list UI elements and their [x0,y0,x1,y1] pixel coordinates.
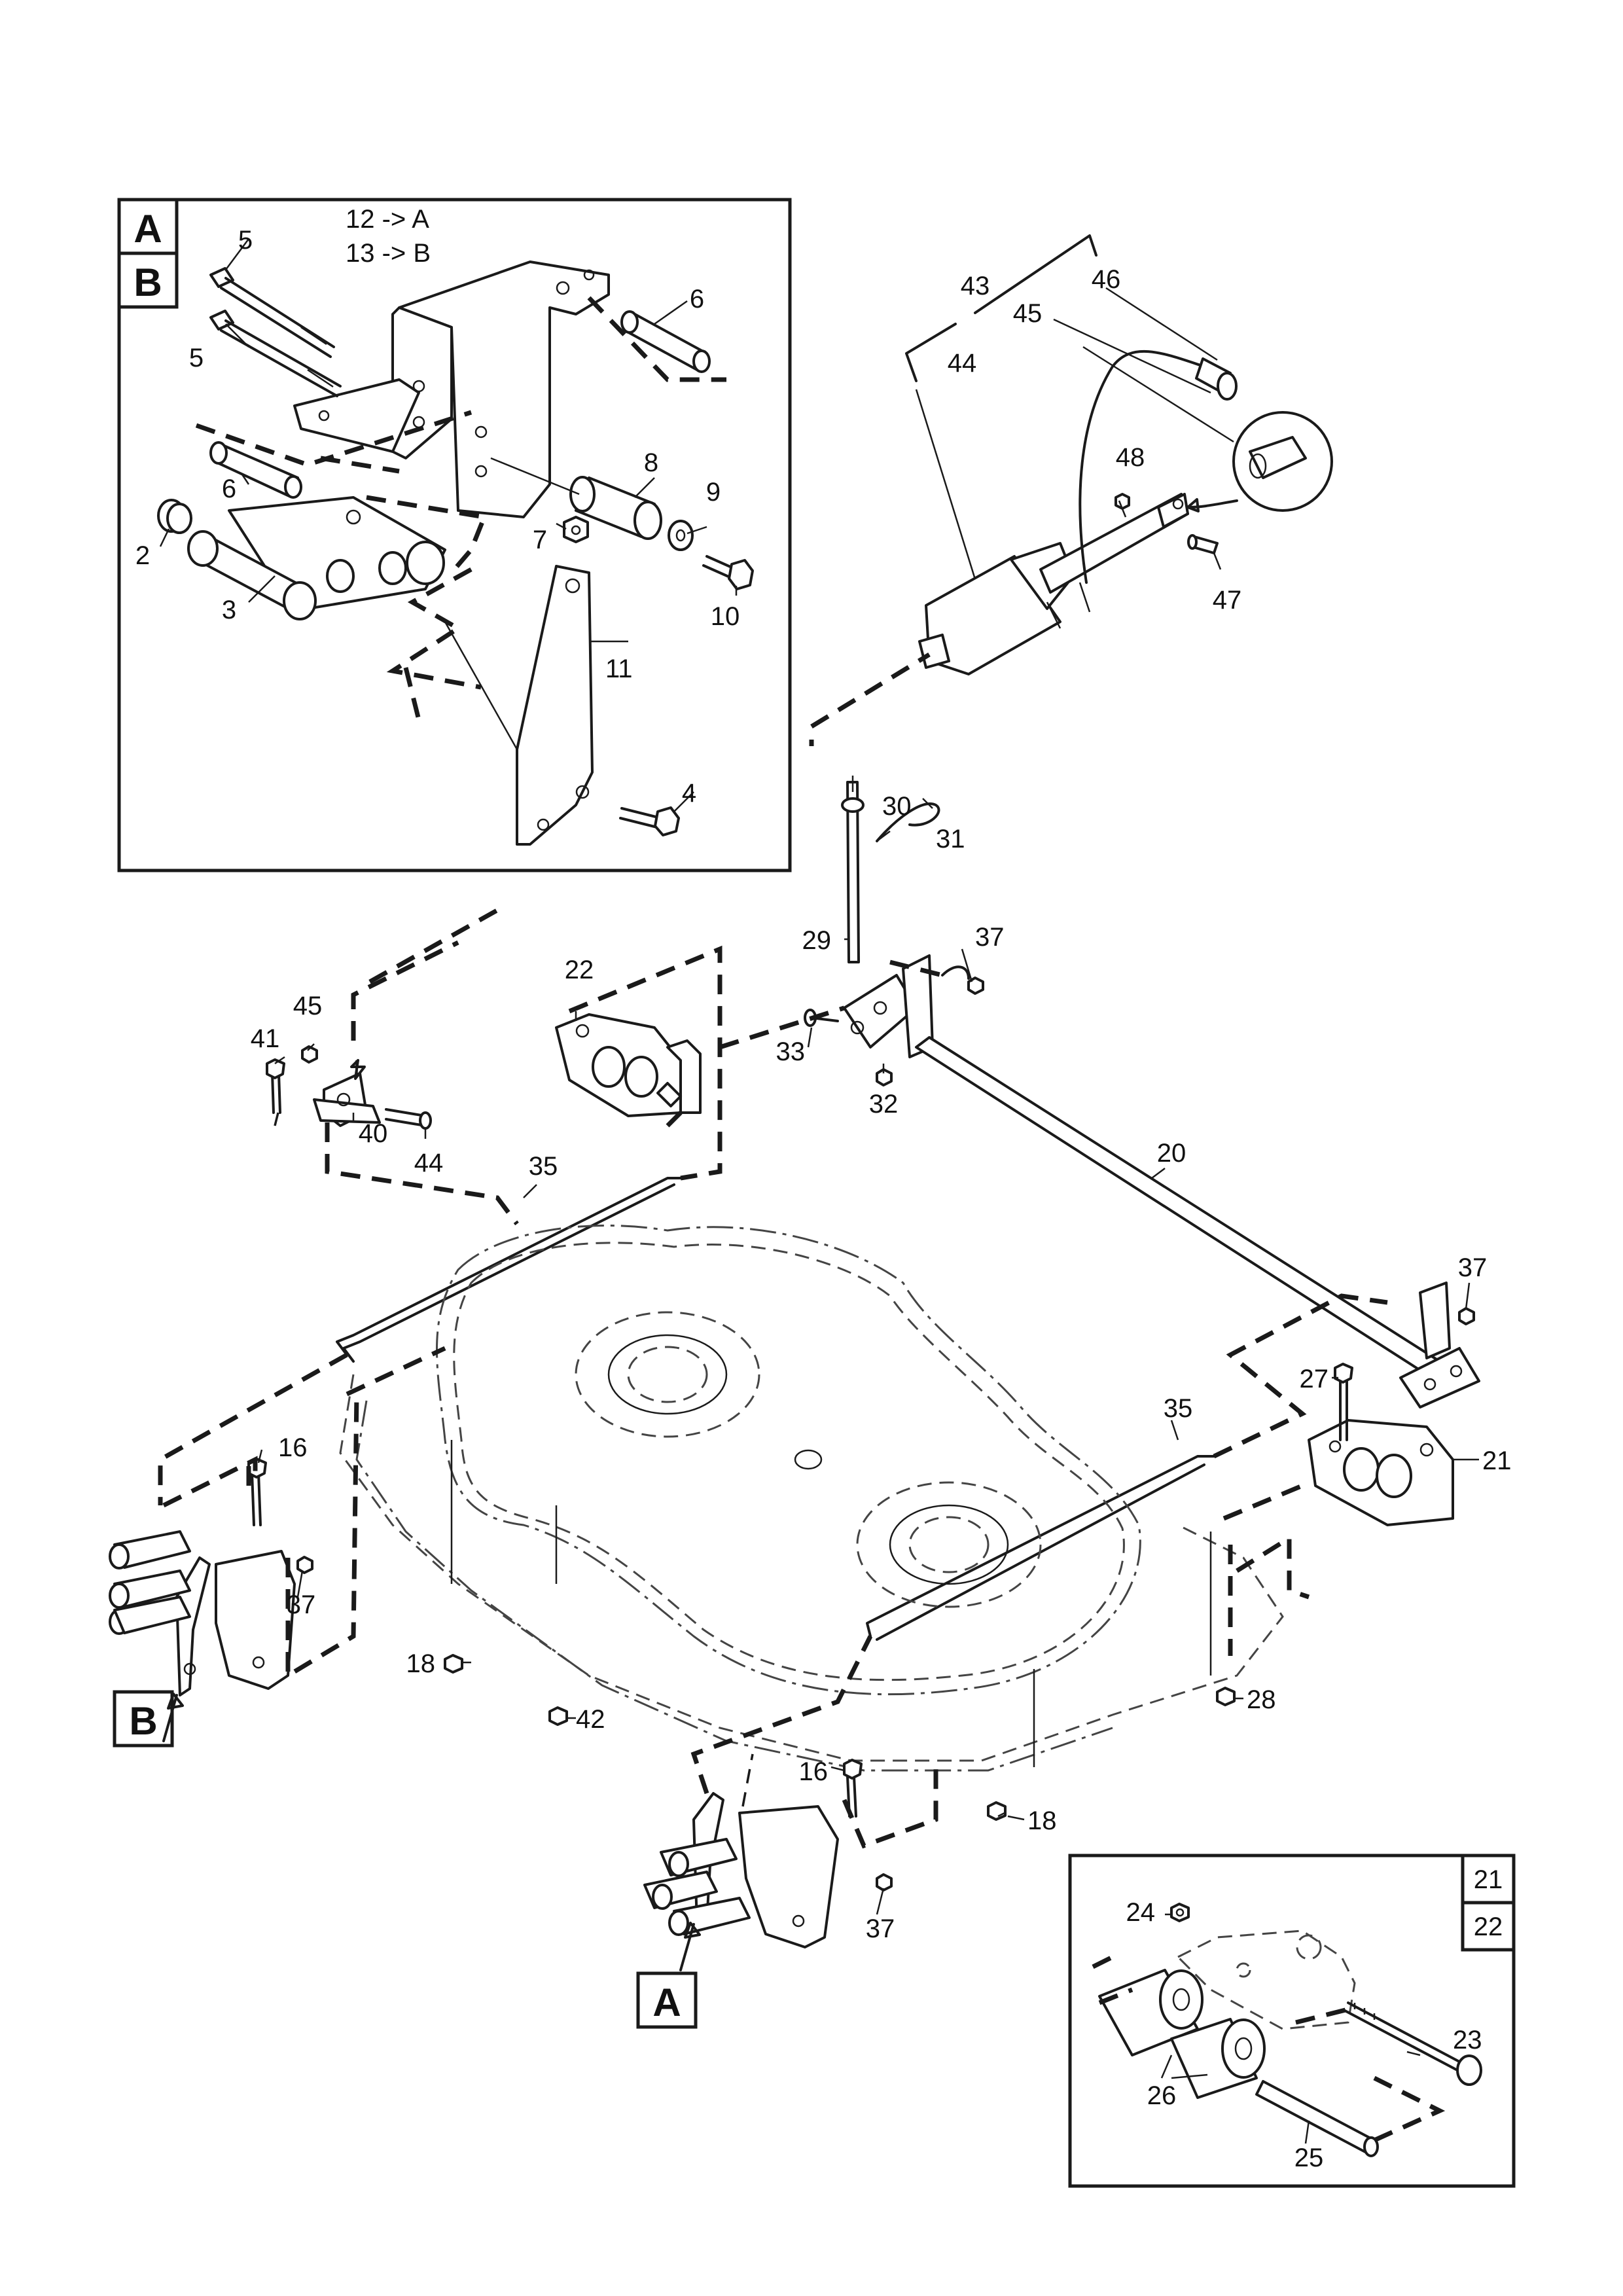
main-lift-assembly: 30 31 29 37 33 32 22 45 41 40 44 35 20 3… [109,740,1512,2029]
label-6-lower: 6 [222,475,236,503]
inset-roller-detail: 21 22 24 23 26 25 [1068,1854,1516,2188]
callout-tag-a: A [652,1981,681,2024]
bolt-10 [702,555,754,590]
label-7: 7 [533,526,547,554]
washer-9 [668,520,694,551]
detail-note-12: 12 -> A [346,205,429,234]
label-37-top: 37 [975,923,1005,952]
label-6-top: 6 [690,285,704,314]
spacer-6-upper [620,310,711,373]
label-28: 28 [1247,1685,1276,1714]
inset-tag-21: 21 [1474,1865,1503,1894]
inset-tag-22: 22 [1474,1912,1503,1941]
bolt-5-upper [209,267,335,358]
label-43: 43 [961,272,990,300]
label-37-left: 37 [287,1590,316,1619]
label-16-left: 16 [278,1433,308,1462]
label-16-bottom: 16 [799,1757,829,1786]
label-42: 42 [576,1705,605,1734]
detail-note-13: 13 -> B [346,239,431,268]
plate-11 [516,565,594,846]
label-44-mid: 44 [414,1149,444,1177]
bolt-4 [619,806,680,836]
label-5-top: 5 [238,226,253,255]
shaft-8 [490,457,662,540]
bushing-2 [157,499,192,534]
label-18-left: 18 [406,1649,436,1678]
label-35-lower: 35 [1164,1394,1193,1423]
label-33: 33 [776,1037,806,1066]
label-29: 29 [802,926,832,955]
label-32: 32 [869,1090,899,1119]
label-40: 40 [359,1119,388,1148]
label-18-bottom: 18 [1027,1806,1057,1835]
label-22-main: 22 [565,956,594,984]
label-37-bottom: 37 [866,1914,895,1943]
label-2: 2 [135,541,150,570]
nut-7 [563,516,589,543]
label-30: 30 [882,792,912,821]
callout-tag-b: B [129,1699,157,1743]
label-5-bottom: 5 [189,344,204,372]
label-3: 3 [222,596,236,624]
bracket-part [293,260,610,518]
label-45-top: 45 [1013,299,1043,328]
detail-tag-b: B [134,260,162,304]
label-37-right: 37 [1458,1253,1488,1282]
label-11: 11 [605,655,633,683]
label-48: 48 [1116,443,1145,472]
actuator-assembly: 43 46 45 44 48 47 [810,234,1333,728]
spacer-6-lower [209,441,302,499]
label-4: 4 [682,779,696,808]
label-35-upper: 35 [529,1152,558,1181]
label-47: 47 [1213,586,1242,615]
pivot-assembly-3 [187,496,446,620]
detail-tag-a: A [134,207,162,251]
label-8: 8 [644,448,658,477]
label-23: 23 [1453,2026,1482,2054]
label-27: 27 [1300,1365,1329,1393]
label-46: 46 [1092,265,1121,294]
label-10: 10 [711,602,740,631]
label-9: 9 [706,478,721,507]
label-31: 31 [936,825,965,853]
label-24: 24 [1126,1898,1156,1927]
label-21-main: 21 [1482,1446,1512,1475]
detail-box-ab: A B 12 -> A 13 -> B [117,198,792,872]
label-25: 25 [1294,2144,1324,2172]
label-44-top: 44 [948,349,977,378]
label-20: 20 [1157,1139,1186,1168]
label-26: 26 [1147,2081,1177,2110]
label-41: 41 [251,1024,280,1053]
label-45-mid: 45 [293,992,323,1020]
